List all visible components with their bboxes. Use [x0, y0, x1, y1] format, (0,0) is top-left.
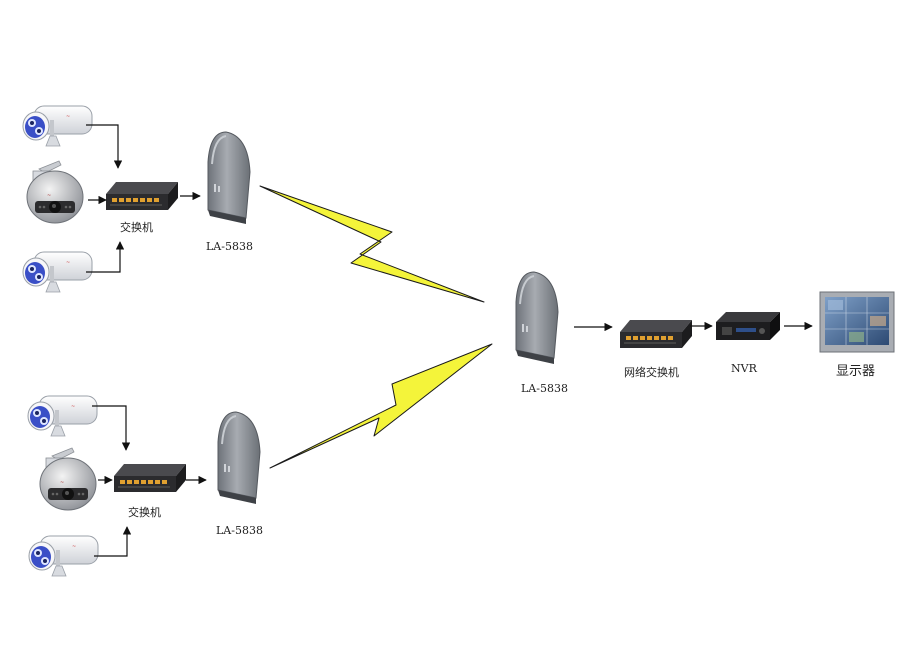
lightning-icon	[259, 185, 485, 303]
dome-camera-icon	[26, 160, 84, 224]
connector-line	[86, 241, 125, 273]
connector-line	[94, 526, 132, 557]
bullet-camera-icon	[27, 395, 98, 437]
monitor-icon	[819, 291, 895, 353]
network-switch-label: 网络交换机	[624, 366, 679, 379]
connector-line	[92, 405, 131, 451]
switch-icon	[106, 182, 178, 210]
antenna-icon	[217, 411, 261, 505]
antenna-label: LA-5838	[206, 240, 253, 253]
switch-label: 交换机	[120, 221, 153, 234]
connector-line	[86, 124, 123, 169]
bullet-camera-icon	[22, 105, 93, 147]
camera-group-bottom	[27, 395, 261, 577]
camera-group-top	[22, 105, 251, 293]
bullet-camera-icon	[28, 535, 99, 577]
switch-icon	[114, 464, 186, 492]
receiver-group	[515, 271, 895, 365]
bullet-camera-icon	[22, 251, 93, 293]
antenna-icon	[515, 271, 559, 365]
lightning-icon	[269, 343, 493, 469]
dome-camera-icon	[39, 447, 97, 511]
antenna-icon	[207, 131, 251, 225]
switch-icon	[620, 320, 692, 348]
display-label: 显示器	[836, 364, 876, 379]
switch-label: 交换机	[128, 506, 161, 519]
nvr-label: NVR	[731, 362, 757, 375]
antenna-label: LA-5838	[521, 382, 568, 395]
antenna-label: LA-5838	[216, 524, 263, 537]
nvr-icon	[716, 312, 780, 340]
